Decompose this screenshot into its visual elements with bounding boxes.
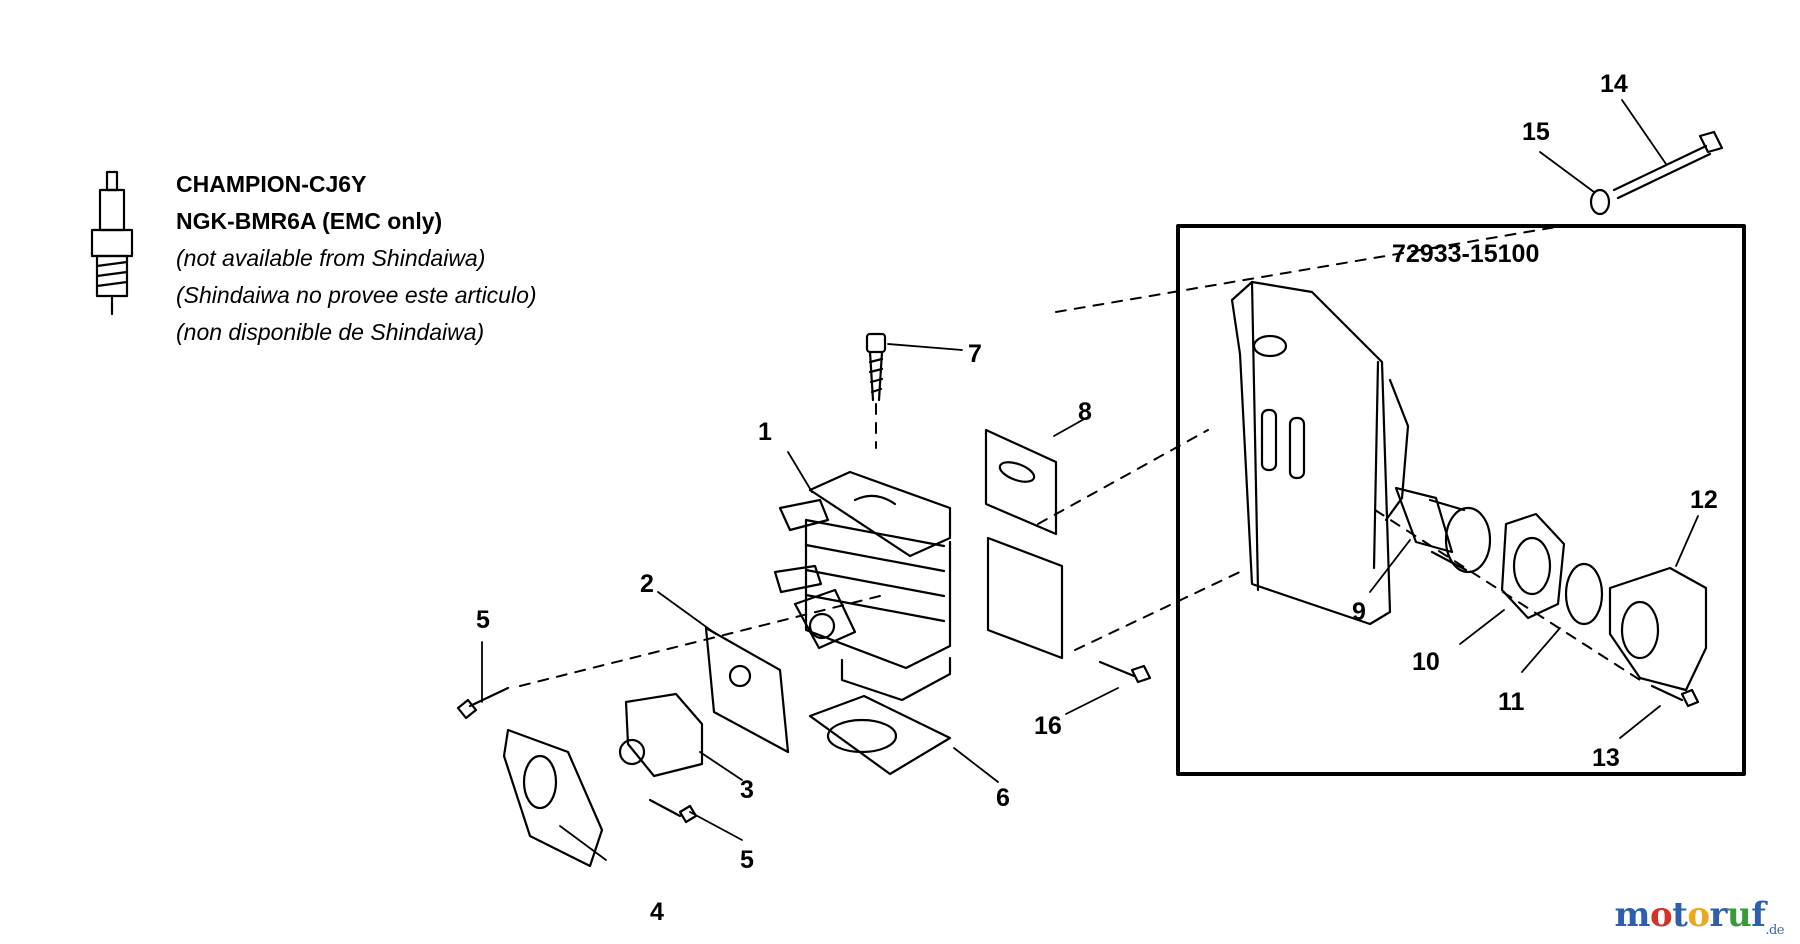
part-13-bolt [1650,684,1700,708]
part-12-cover [1608,566,1708,692]
callout-1: 1 [758,418,772,446]
muffler-kit-box [1176,224,1746,776]
muffler-kit-part-number: 72933-15100 [1392,240,1539,268]
spark-plug-line-ngk: NGK-BMR6A (EMC only) [176,208,443,234]
part-14-bolt [1612,130,1724,200]
wm-letter: o [1687,895,1710,936]
part-5-bolts [456,686,698,824]
part-15-washer [1589,188,1611,216]
callout-3: 3 [740,776,754,804]
callout-8: 8 [1078,398,1092,426]
part-9-screen [1394,486,1492,574]
part-8-gasket [984,428,1064,660]
part-4-plate [502,728,604,868]
spark-plug-note-es: (Shindaiwa no provee este articulo) [176,282,537,308]
part-11-ring [1564,562,1604,626]
wm-letter: o [1649,895,1673,936]
muffler-body [1230,280,1410,626]
wm-letter: r [1709,895,1728,936]
callout-16: 16 [1034,712,1062,740]
part-7-bolt [865,332,887,402]
wm-letter: t [1672,895,1688,936]
leader-lines [481,99,1699,861]
callout-14: 14 [1600,70,1628,98]
callout-13: 13 [1592,744,1620,772]
callout-6: 6 [996,784,1010,812]
callout-5-top: 5 [476,606,490,634]
watermark-logo: motoruf.de [1614,895,1784,938]
wm-letter: u [1726,895,1752,936]
part-6-gasket [808,694,952,776]
wm-suffix: .de [1765,923,1784,938]
wm-letter: f [1751,895,1766,936]
callout-10: 10 [1412,648,1440,676]
callout-2: 2 [640,570,654,598]
part-16-bolt [1098,660,1152,684]
callout-5-bottom: 5 [740,846,754,874]
part-2-gasket [704,626,790,754]
spark-plug-note-fr: (non disponible de Shindaiwa) [176,319,485,345]
callout-4: 4 [650,898,664,926]
callout-7: 7 [968,340,982,368]
callout-11: 11 [1498,688,1525,716]
part-10-gasket [1500,512,1566,620]
callout-15: 15 [1522,118,1550,146]
spark-plug-note-en: (not available from Shindaiwa) [176,245,486,271]
spark-plug-drawing [90,170,134,316]
spark-plug-info: CHAMPION-CJ6Y NGK-BMR6A (EMC only) (not … [176,166,696,351]
part-1-cylinder [773,470,952,702]
spark-plug-line-champion: CHAMPION-CJ6Y [176,171,367,197]
callout-12: 12 [1690,486,1718,514]
wm-letter: m [1614,895,1650,936]
callout-9: 9 [1352,598,1366,626]
part-3-insulator [618,692,704,778]
